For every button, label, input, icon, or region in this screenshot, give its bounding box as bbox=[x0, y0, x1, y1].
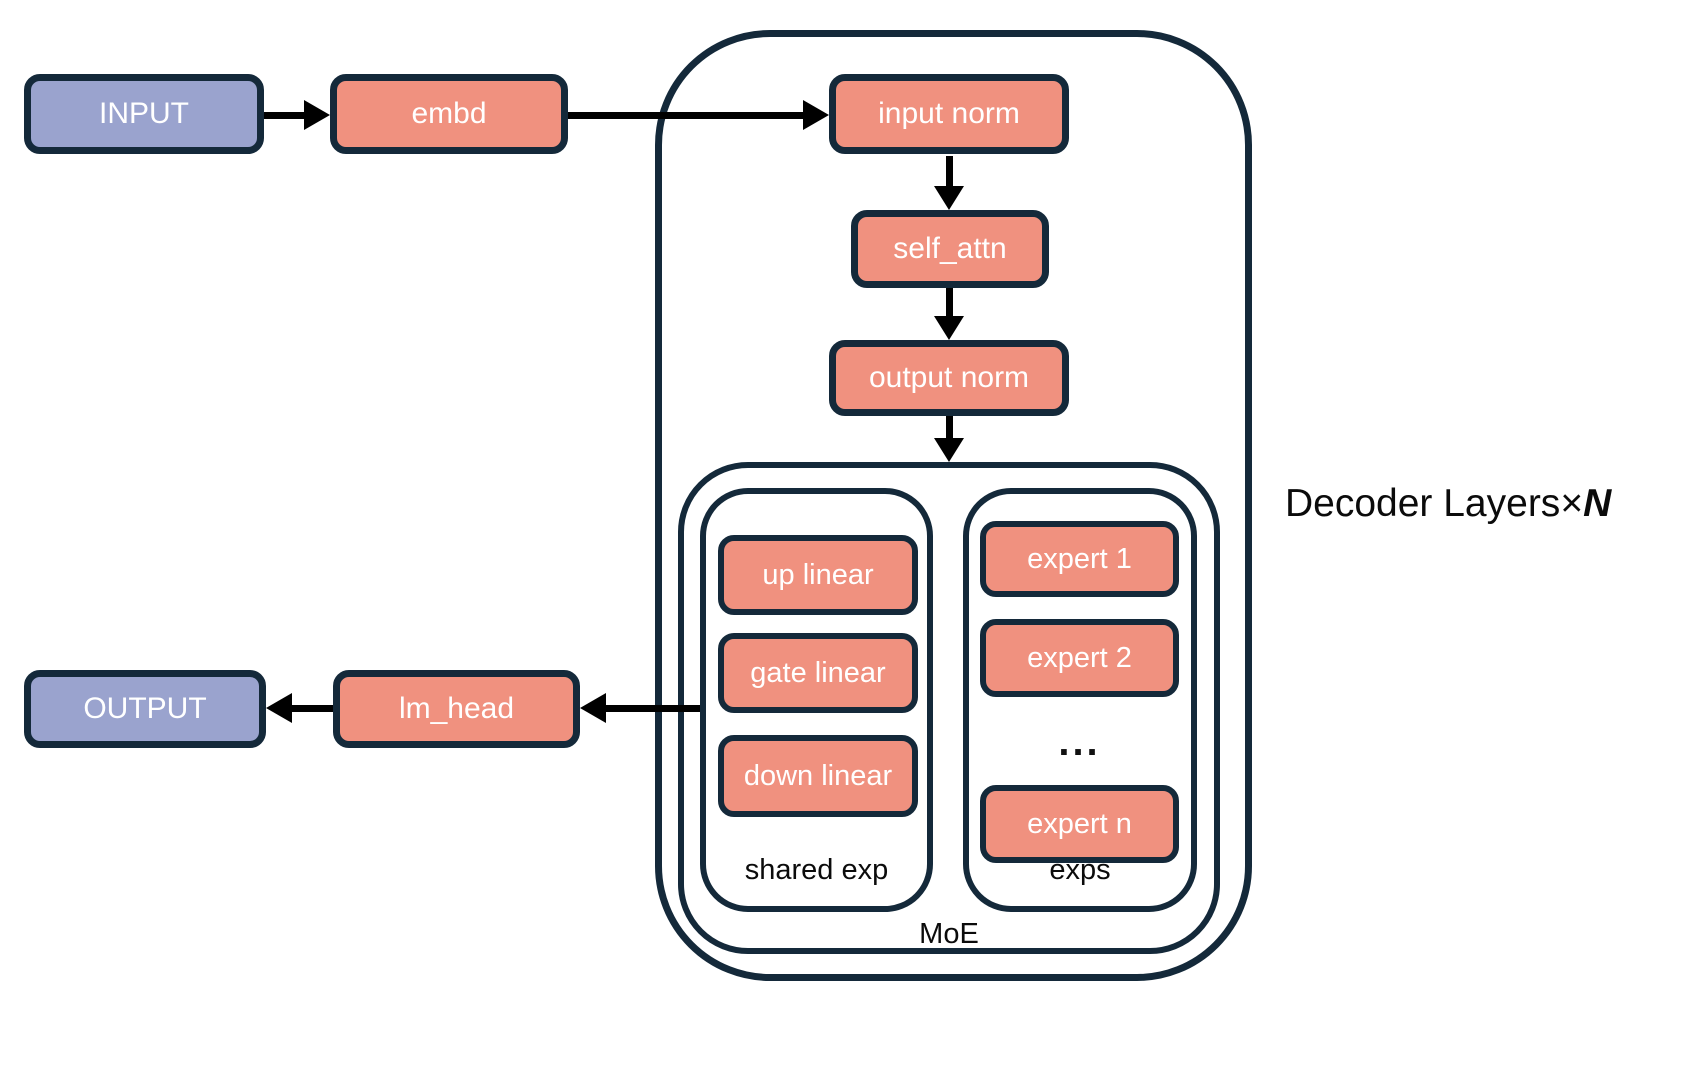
up-linear-node: up linear bbox=[718, 535, 918, 615]
embd-node: embd bbox=[330, 74, 568, 154]
arrow-shaft bbox=[568, 111, 807, 119]
arrow-shaft bbox=[945, 416, 953, 442]
input-node-label: INPUT bbox=[99, 97, 189, 130]
decoder-layers-container bbox=[655, 30, 1252, 981]
expert-2-node: expert 2 bbox=[980, 619, 1179, 697]
shared-exp-container bbox=[700, 488, 933, 912]
arrowhead-down-icon bbox=[934, 438, 964, 462]
arrowhead-left-icon bbox=[580, 693, 606, 723]
arrow-input-to-embd bbox=[264, 100, 330, 130]
output-node-label: OUTPUT bbox=[83, 692, 207, 725]
expert-n-node-label: expert n bbox=[1027, 807, 1132, 840]
output-norm-node-label: output norm bbox=[868, 361, 1030, 394]
exps-container bbox=[963, 488, 1197, 912]
arrow-moe-to-lm-head bbox=[580, 693, 700, 723]
arrow-lm-head-to-output bbox=[266, 693, 333, 723]
arrow-output-norm-to-moe bbox=[934, 416, 964, 462]
expert-2-node-label: expert 2 bbox=[1027, 641, 1132, 674]
down-linear-node: down linear bbox=[718, 735, 918, 817]
gate-linear-node-label: gate linear bbox=[750, 656, 886, 689]
output-norm-node: output norm bbox=[829, 340, 1069, 416]
lm-head-node-label: lm_head bbox=[398, 692, 515, 725]
self-attn-node: self_attn bbox=[851, 210, 1049, 288]
shared-exp-caption: shared exp bbox=[744, 854, 889, 886]
experts-ellipsis: ... bbox=[1058, 720, 1101, 764]
moe-caption: MoE bbox=[919, 918, 979, 950]
expert-n-node: expert n bbox=[980, 785, 1179, 863]
arrow-self-attn-to-output-norm bbox=[934, 288, 964, 340]
decoder-layers-caption: Decoder Layers×N bbox=[1285, 484, 1685, 523]
arrowhead-right-icon bbox=[803, 100, 829, 130]
output-node: OUTPUT bbox=[24, 670, 266, 748]
arrow-shaft bbox=[945, 156, 953, 190]
arrow-shaft bbox=[264, 111, 308, 119]
arrowhead-right-icon bbox=[304, 100, 330, 130]
arrowhead-left-icon bbox=[266, 693, 292, 723]
layer-count-n: N bbox=[1583, 482, 1612, 525]
arrow-embd-to-input-norm bbox=[568, 100, 829, 130]
expert-1-node: expert 1 bbox=[980, 521, 1179, 597]
arrowhead-down-icon bbox=[934, 316, 964, 340]
arrow-shaft bbox=[602, 704, 700, 712]
up-linear-node-label: up linear bbox=[762, 558, 874, 591]
arrow-shaft bbox=[288, 704, 333, 712]
arrow-input-norm-to-self-attn bbox=[934, 156, 964, 210]
arrow-shaft bbox=[945, 288, 953, 320]
lm-head-node: lm_head bbox=[333, 670, 580, 748]
embd-node-label: embd bbox=[411, 97, 487, 130]
self-attn-node-label: self_attn bbox=[893, 232, 1007, 265]
down-linear-node-label: down linear bbox=[743, 759, 893, 792]
input-norm-node-label: input norm bbox=[878, 97, 1020, 130]
decoder-layers-caption-text: Decoder Layers bbox=[1285, 482, 1561, 525]
arrowhead-down-icon bbox=[934, 186, 964, 210]
gate-linear-node: gate linear bbox=[718, 633, 918, 713]
expert-1-node-label: expert 1 bbox=[1027, 542, 1132, 575]
exps-caption: exps bbox=[1049, 854, 1111, 886]
input-norm-node: input norm bbox=[829, 74, 1069, 154]
multiply-sign: × bbox=[1560, 482, 1584, 525]
input-node: INPUT bbox=[24, 74, 264, 154]
